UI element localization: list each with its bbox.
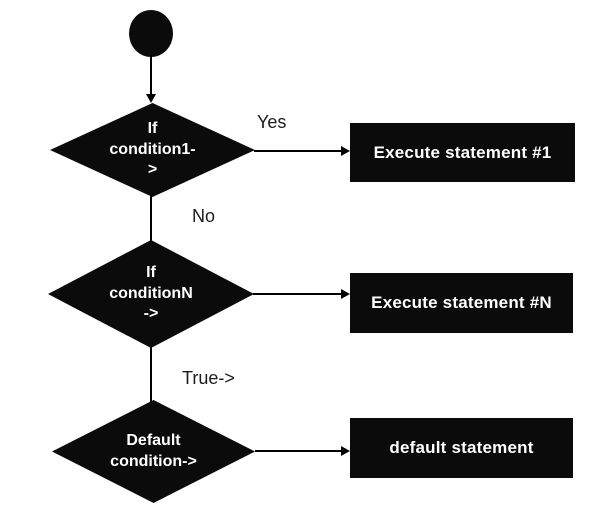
decision-default-condition-label: Default condition-> [110,431,197,470]
arrowhead-right-icon [341,289,350,299]
arrowhead-right-icon [341,146,350,156]
connector-decision1-to-decision2 [150,196,152,242]
process-default-statement-label: default statement [389,438,534,457]
arrowhead-down-icon [146,94,156,103]
decision-default-condition: Default condition-> [52,400,255,503]
connector-decision2-to-decision3 [150,347,152,402]
decision-if-condition1-label: If condition1- > [109,119,196,179]
process-execute-statement-1-label: Execute statement #1 [373,142,552,162]
connector-decision2-to-process2 [253,293,342,295]
edge-label-no: No [192,206,216,226]
decision-if-conditionN-label: If conditionN -> [109,263,193,323]
process-execute-statement-1: Execute statement #1 [350,123,575,182]
connector-decision1-to-process1 [254,150,342,152]
edge-label-yes: Yes [257,112,287,132]
arrowhead-right-icon [341,446,350,456]
process-execute-statement-n-label: Execute statement #N [371,293,552,312]
process-default-statement: default statement [350,418,573,478]
edge-label-true: True-> [182,368,235,388]
decision-if-condition1: If condition1- > [50,103,255,197]
connector-decision3-to-process3 [255,450,342,452]
process-execute-statement-n: Execute statement #N [350,273,573,333]
start-node-circle [129,10,173,57]
decision-if-conditionN: If conditionN -> [48,240,254,348]
connector-start-to-decision1 [150,55,152,95]
